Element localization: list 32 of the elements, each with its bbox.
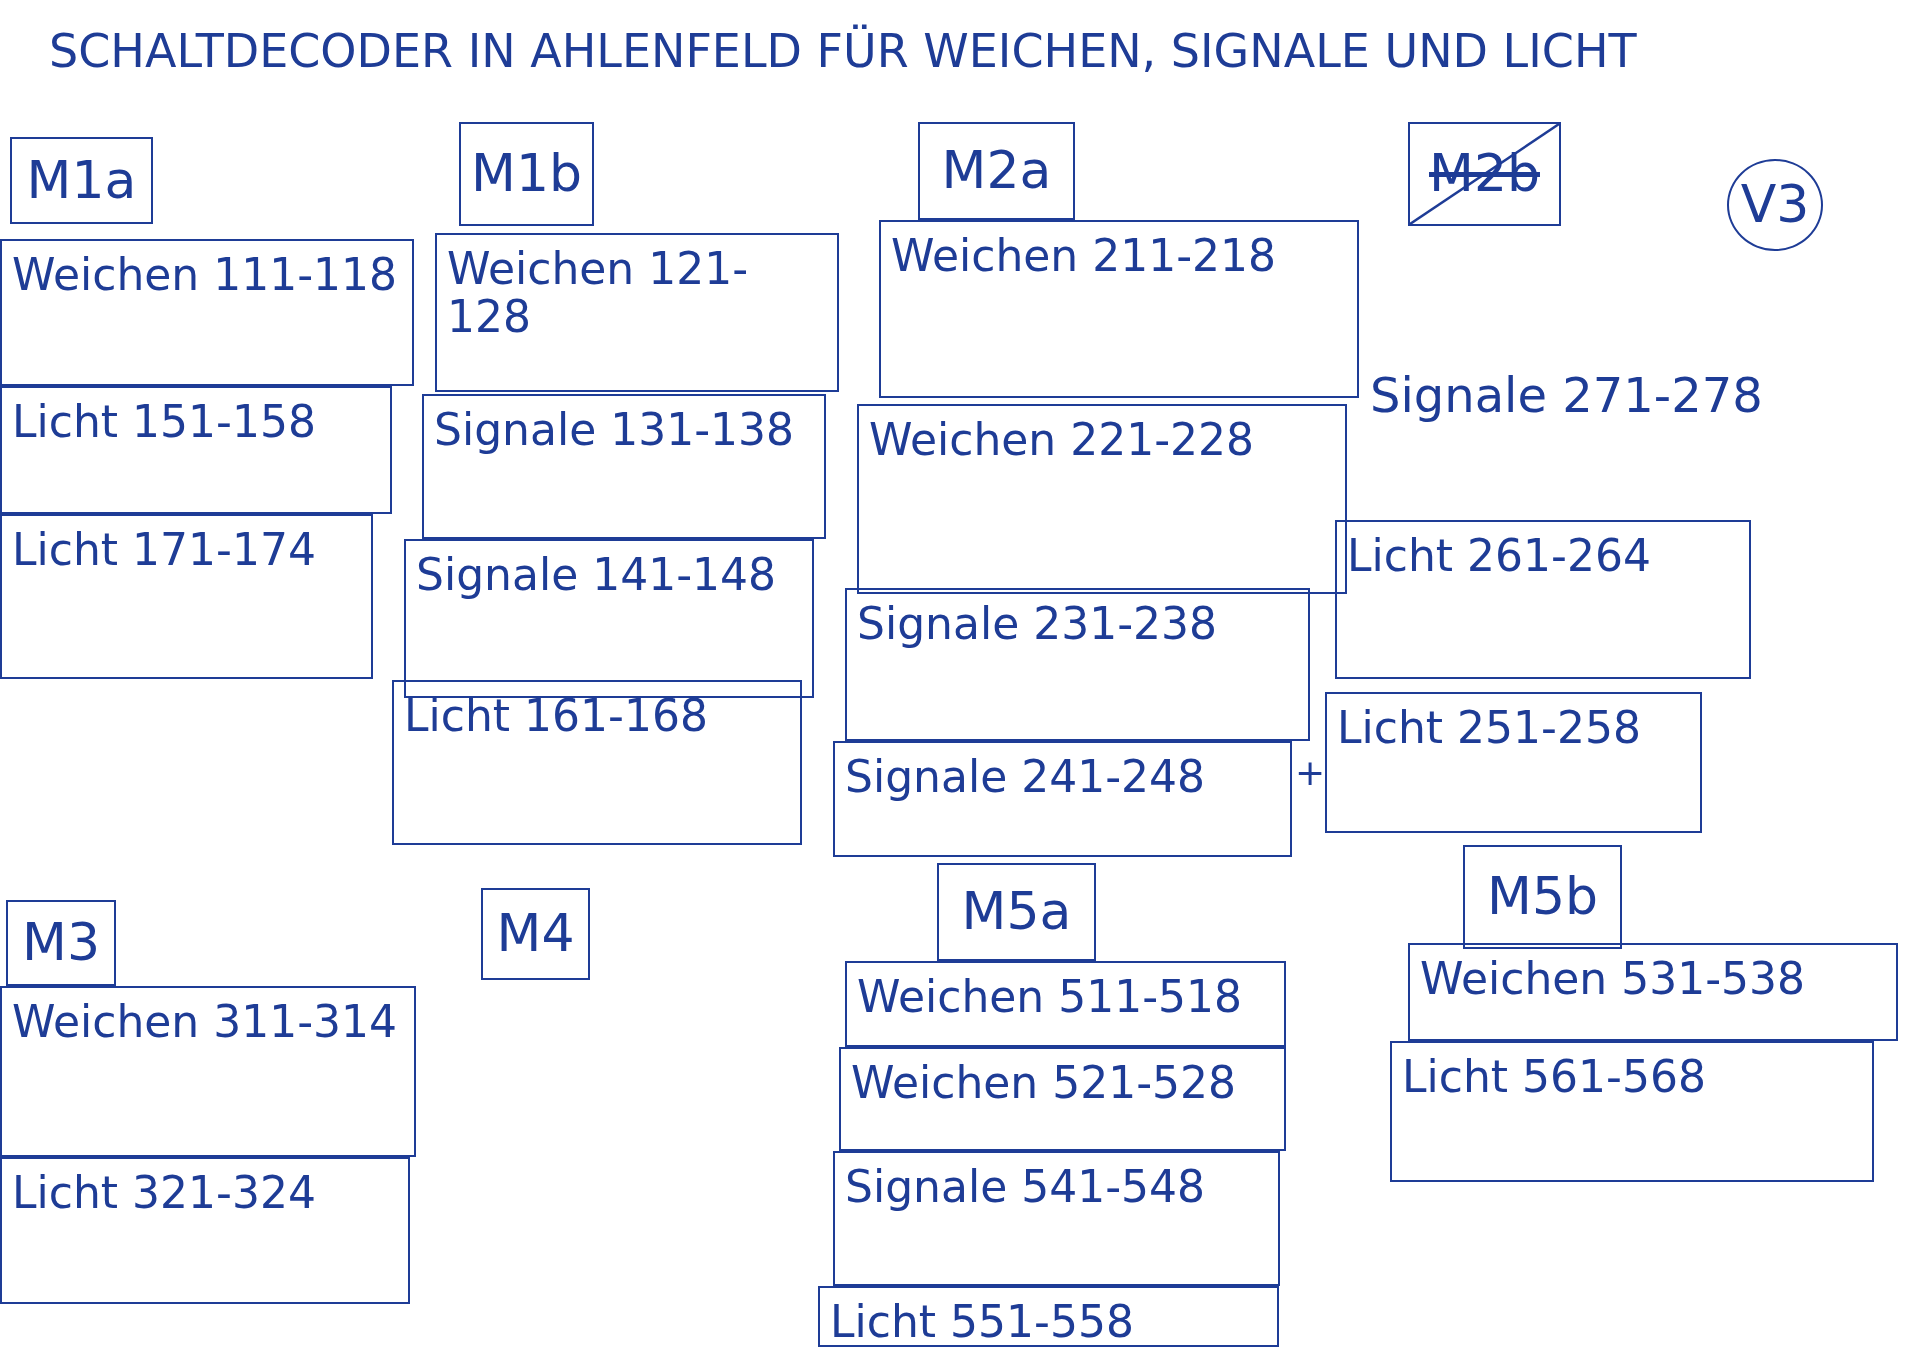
module-label-box: M1b bbox=[459, 122, 594, 226]
decoder-box: Weichen 221-228 bbox=[857, 404, 1347, 594]
decoder-box: Weichen 521-528 bbox=[839, 1047, 1286, 1151]
decoder-box: Licht 551-558 bbox=[818, 1286, 1279, 1347]
plus-sign: + bbox=[1295, 752, 1326, 793]
module-label-box: M3 bbox=[6, 900, 116, 986]
module-label-box: M5a bbox=[937, 863, 1096, 961]
address-note: Signale 271-278 bbox=[1370, 367, 1763, 423]
decoder-box: Licht 151-158 bbox=[0, 386, 392, 514]
decoder-box: Licht 561-568 bbox=[1390, 1041, 1874, 1182]
decoder-box: Weichen 311-314 bbox=[0, 986, 416, 1157]
decoder-box: Signale 241-248 bbox=[833, 741, 1292, 857]
decoder-box: Weichen 111-118 bbox=[0, 239, 414, 386]
version-circle: V3 bbox=[1727, 159, 1823, 251]
decoder-box: Signale 231-238 bbox=[845, 588, 1310, 741]
module-label-box: M4 bbox=[481, 888, 590, 980]
decoder-box: Licht 161-168 bbox=[392, 680, 802, 845]
decoder-box: Weichen 121-128 bbox=[435, 233, 839, 392]
decoder-box: Signale 131-138 bbox=[422, 394, 826, 539]
module-label-box: M2a bbox=[918, 122, 1075, 220]
decoder-box: Weichen 531-538 bbox=[1408, 943, 1898, 1041]
decoder-box: Weichen 511-518 bbox=[845, 961, 1286, 1047]
decoder-box: Signale 141-148 bbox=[404, 539, 814, 698]
decoder-box: Licht 251-258 bbox=[1325, 692, 1702, 833]
decoder-box: Weichen 211-218 bbox=[879, 220, 1359, 398]
decoder-box: Signale 541-548 bbox=[833, 1151, 1280, 1286]
diagram-title: SCHALTDECODER IN AHLENFELD FÜR WEICHEN, SIGNALE UND LICHT bbox=[49, 24, 1637, 78]
module-label-box: M1a bbox=[10, 137, 153, 224]
decoder-box: Licht 171-174 bbox=[0, 514, 373, 679]
decoder-box: Licht 261-264 bbox=[1335, 520, 1751, 679]
decoder-box: Licht 321-324 bbox=[0, 1157, 410, 1304]
module-label-box: M5b bbox=[1463, 845, 1622, 949]
